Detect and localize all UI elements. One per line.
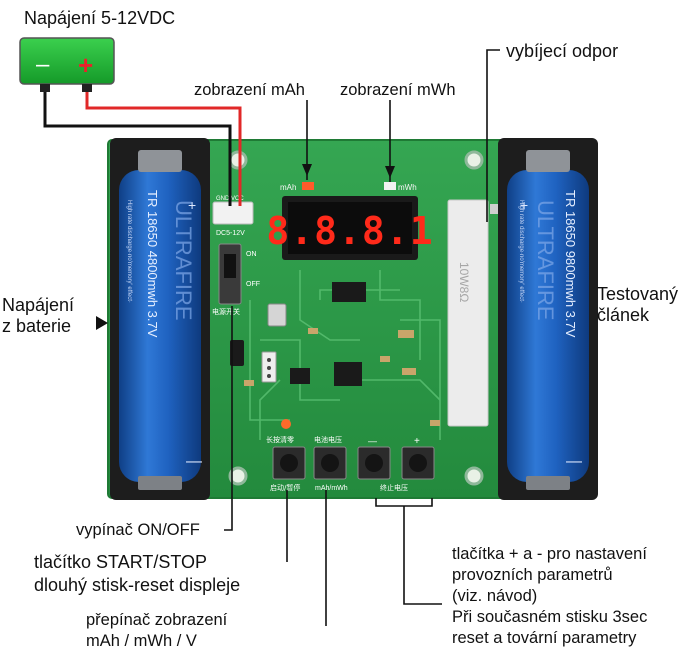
label-tested-cell: Testovaný článek (597, 284, 679, 325)
right-battery-model: TR 18650 9800mwh 3.7V (563, 190, 578, 338)
board-long-press-clear: 长按清零 (266, 435, 294, 444)
start-stop-button[interactable] (272, 446, 306, 480)
board-on: ON (246, 251, 257, 258)
label-plus-minus-buttons: tlačítka + a - pro nastavení provozních … (452, 545, 648, 647)
power-supply-box (19, 37, 115, 85)
input-connector (212, 201, 254, 225)
minus-button[interactable] (357, 446, 391, 480)
label-start-stop-button: tlačítko START/STOP dlouhý stisk-reset d… (34, 552, 241, 595)
plus-button[interactable] (401, 446, 435, 480)
board-off: OFF (246, 281, 260, 288)
left-battery (119, 170, 201, 482)
mwh-led (384, 182, 396, 190)
label-display-toggle: přepínač zobrazení mAh / mWh / V (86, 611, 228, 650)
left-battery-model: TR 18650 4800mwh 3.7V (145, 190, 160, 338)
left-battery-fine: High rate discharge·no'memory' effect· (126, 200, 132, 303)
label-display-mah: zobrazení mAh (194, 81, 305, 99)
display-digits: 8.8.8.1 (266, 209, 433, 253)
callout-mwh-arrow (385, 166, 395, 178)
board-mwh: mWh (398, 183, 417, 192)
discharge-resistor (447, 199, 489, 427)
right-battery (507, 170, 589, 482)
callout-mah-arrow (302, 164, 312, 176)
board-end-voltage: 终止电压 (380, 483, 408, 492)
label-power-supply: Napájení 5-12VDC (24, 8, 176, 28)
board-minus: — (368, 436, 377, 446)
left-battery-brand: ULTRAFIRE (171, 200, 196, 321)
svg-text:—: — (186, 453, 202, 470)
label-switch-on-off: vypínač ON/OFF (76, 521, 200, 539)
label-discharge-resistor: vybíjecí odpor (506, 41, 619, 61)
mah-led (302, 182, 314, 190)
callout-resistor (486, 49, 500, 222)
board-mah: mAh (280, 183, 296, 192)
label-battery-power: Napájení z baterie (2, 295, 75, 336)
ic-chip-1 (332, 282, 366, 302)
board-input-label: DC5-12V (216, 230, 245, 237)
supply-minus: – (36, 51, 50, 78)
board-start-pause: 启动/暂停 (270, 483, 300, 492)
svg-text:+: + (520, 197, 528, 213)
svg-text:+: + (188, 197, 196, 213)
svg-text:—: — (566, 453, 582, 470)
supply-plus: + (78, 50, 93, 80)
right-battery-brand: ULTRAFIRE (533, 200, 558, 321)
red-wire (85, 92, 242, 206)
black-wire (43, 92, 232, 206)
board-power-switch: 电源开关 (212, 307, 240, 316)
callout-plus-minus (375, 498, 442, 605)
right-battery-fine: High rate discharge·no'memory' effect· (518, 200, 524, 303)
battery-arrow (96, 316, 108, 330)
status-led (281, 419, 291, 429)
label-display-mwh: zobrazení mWh (340, 81, 456, 99)
board-battery-voltage: 电池电压 (314, 435, 342, 444)
display-toggle-button[interactable] (313, 446, 347, 480)
ic-chip-2 (334, 362, 362, 386)
callout-switch (224, 306, 233, 531)
board-plus: + (414, 436, 420, 447)
board-mah-mwh: mAh/mWh (315, 485, 348, 492)
resistor-value: 10W8Ω (457, 262, 471, 302)
